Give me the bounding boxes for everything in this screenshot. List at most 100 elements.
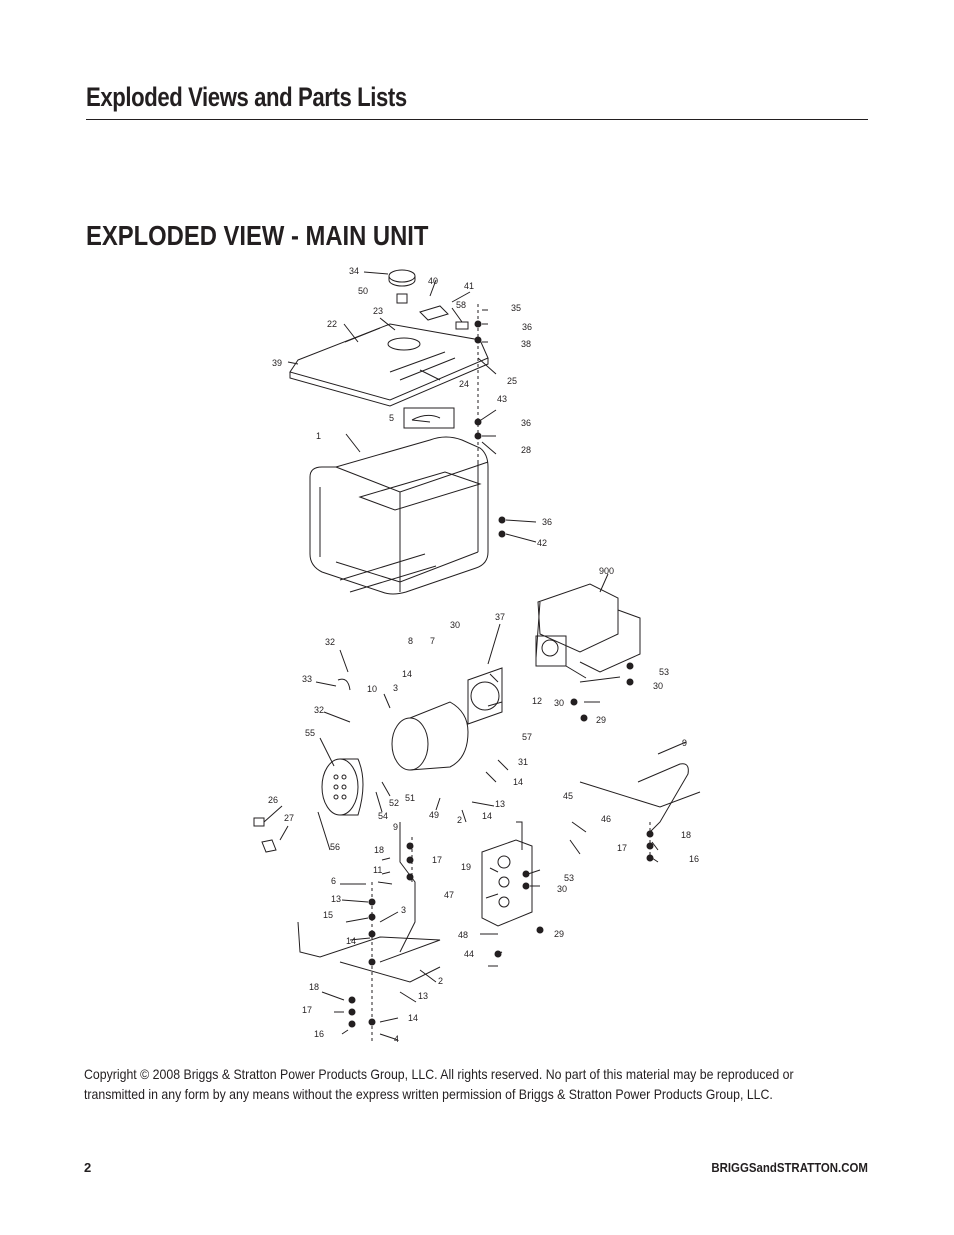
part-label: 36 [542,517,552,527]
part-label: 18 [374,845,384,855]
part-label: 900 [599,566,614,576]
part-label: 32 [314,705,324,715]
part-labels: 34 40 41 50 58 35 22 23 36 38 39 24 25 5… [268,266,699,1044]
part-label: 14 [402,669,412,679]
handle-drawing [337,678,351,691]
alternator-drawing [391,717,429,771]
part-label: 53 [659,667,669,677]
part-label: 45 [563,791,573,801]
part-label: 4 [394,1034,399,1044]
section-title: Exploded Views and Parts Lists [86,82,407,112]
left-support-drawing [297,921,441,963]
part-label: 13 [331,894,341,904]
exploded-view-drawing: 34 40 41 50 58 35 22 23 36 38 39 24 25 5… [253,266,701,1044]
end-cover-drawing [321,758,359,816]
part-label: 11 [373,865,382,875]
part-label: 9 [682,738,687,748]
part-label: 14 [408,1013,418,1023]
part-label: 7 [430,636,435,646]
part-label: 29 [554,929,564,939]
part-label: 16 [689,854,699,864]
part-label: 23 [373,306,383,316]
part-label: 55 [305,728,315,738]
part-label: 26 [268,795,278,805]
part-label: 36 [521,418,531,428]
right-support-drawing [579,781,701,808]
part-label: 30 [557,884,567,894]
part-label: 53 [564,873,574,883]
part-label: 14 [513,777,523,787]
part-label: 32 [325,637,335,647]
part-label: 39 [272,358,282,368]
part-label: 3 [393,683,398,693]
part-label: 54 [378,811,388,821]
part-label: 37 [495,612,505,622]
part-label: 14 [482,811,492,821]
part-label: 5 [389,413,394,423]
part-label: 16 [314,1029,324,1039]
fan-housing-drawing [467,667,503,725]
part-label: 50 [358,286,368,296]
frame-drawing [309,436,489,595]
part-label: 3 [401,905,406,915]
part-label: 17 [302,1005,312,1015]
part-label: 31 [518,757,528,767]
part-label: 41 [464,281,474,291]
fuel-cap-drawing [388,269,416,283]
part-label: 22 [327,319,337,329]
part-label: 30 [554,698,564,708]
part-label: 18 [309,982,319,992]
part-label: 9 [393,822,398,832]
header-rule [86,119,868,120]
part-label: 10 [367,684,377,694]
part-label: 56 [330,842,340,852]
part-label: 36 [522,322,532,332]
part-label: 24 [459,379,469,389]
part-label: 44 [464,949,474,959]
part-label: 48 [458,930,468,940]
part-label: 13 [495,799,505,809]
part-label: 17 [432,855,442,865]
fuel-line-drawing [403,407,455,429]
part-label: 34 [349,266,359,276]
muffler-drawing [481,839,533,927]
part-label: 19 [461,862,471,872]
part-label: 57 [522,732,532,742]
part-label: 46 [601,814,611,824]
exploded-view-diagram: 34 40 41 50 58 35 22 23 36 38 39 24 25 5… [240,262,720,1052]
part-label: 29 [596,715,606,725]
website-link[interactable]: BRIGGSandSTRATTON.COM [711,1160,868,1175]
part-label: 2 [457,815,462,825]
part-label: 27 [284,813,294,823]
part-label: 42 [537,538,547,548]
grommet-drawing [253,817,265,827]
part-label: 18 [681,830,691,840]
bracket-drawing [419,305,449,321]
part-label: 47 [444,890,454,900]
part-label: 25 [507,376,517,386]
part-label: 58 [456,300,466,310]
part-label: 52 [389,798,399,808]
part-label: 8 [408,636,413,646]
part-label: 33 [302,674,312,684]
part-label: 12 [532,696,542,706]
strainer-drawing [396,293,408,304]
view-title: EXPLODED VIEW - MAIN UNIT [86,220,429,251]
part-label: 35 [511,303,521,313]
part-label: 43 [497,394,507,404]
part-label: 15 [323,910,333,920]
part-label: 14 [346,936,356,946]
copyright-notice: Copyright © 2008 Briggs & Stratton Power… [84,1066,794,1102]
engine-drawing [537,583,619,653]
part-label: 38 [521,339,531,349]
part-label: 1 [316,431,321,441]
part-label: 51 [405,793,415,803]
part-label: 17 [617,843,627,853]
part-label: 28 [521,445,531,455]
part-label: 49 [429,810,439,820]
part-label: 2 [438,976,443,986]
part-label: 6 [331,876,336,886]
part-label: 13 [418,991,428,1001]
page-number: 2 [84,1160,92,1175]
part-label: 40 [428,276,438,286]
